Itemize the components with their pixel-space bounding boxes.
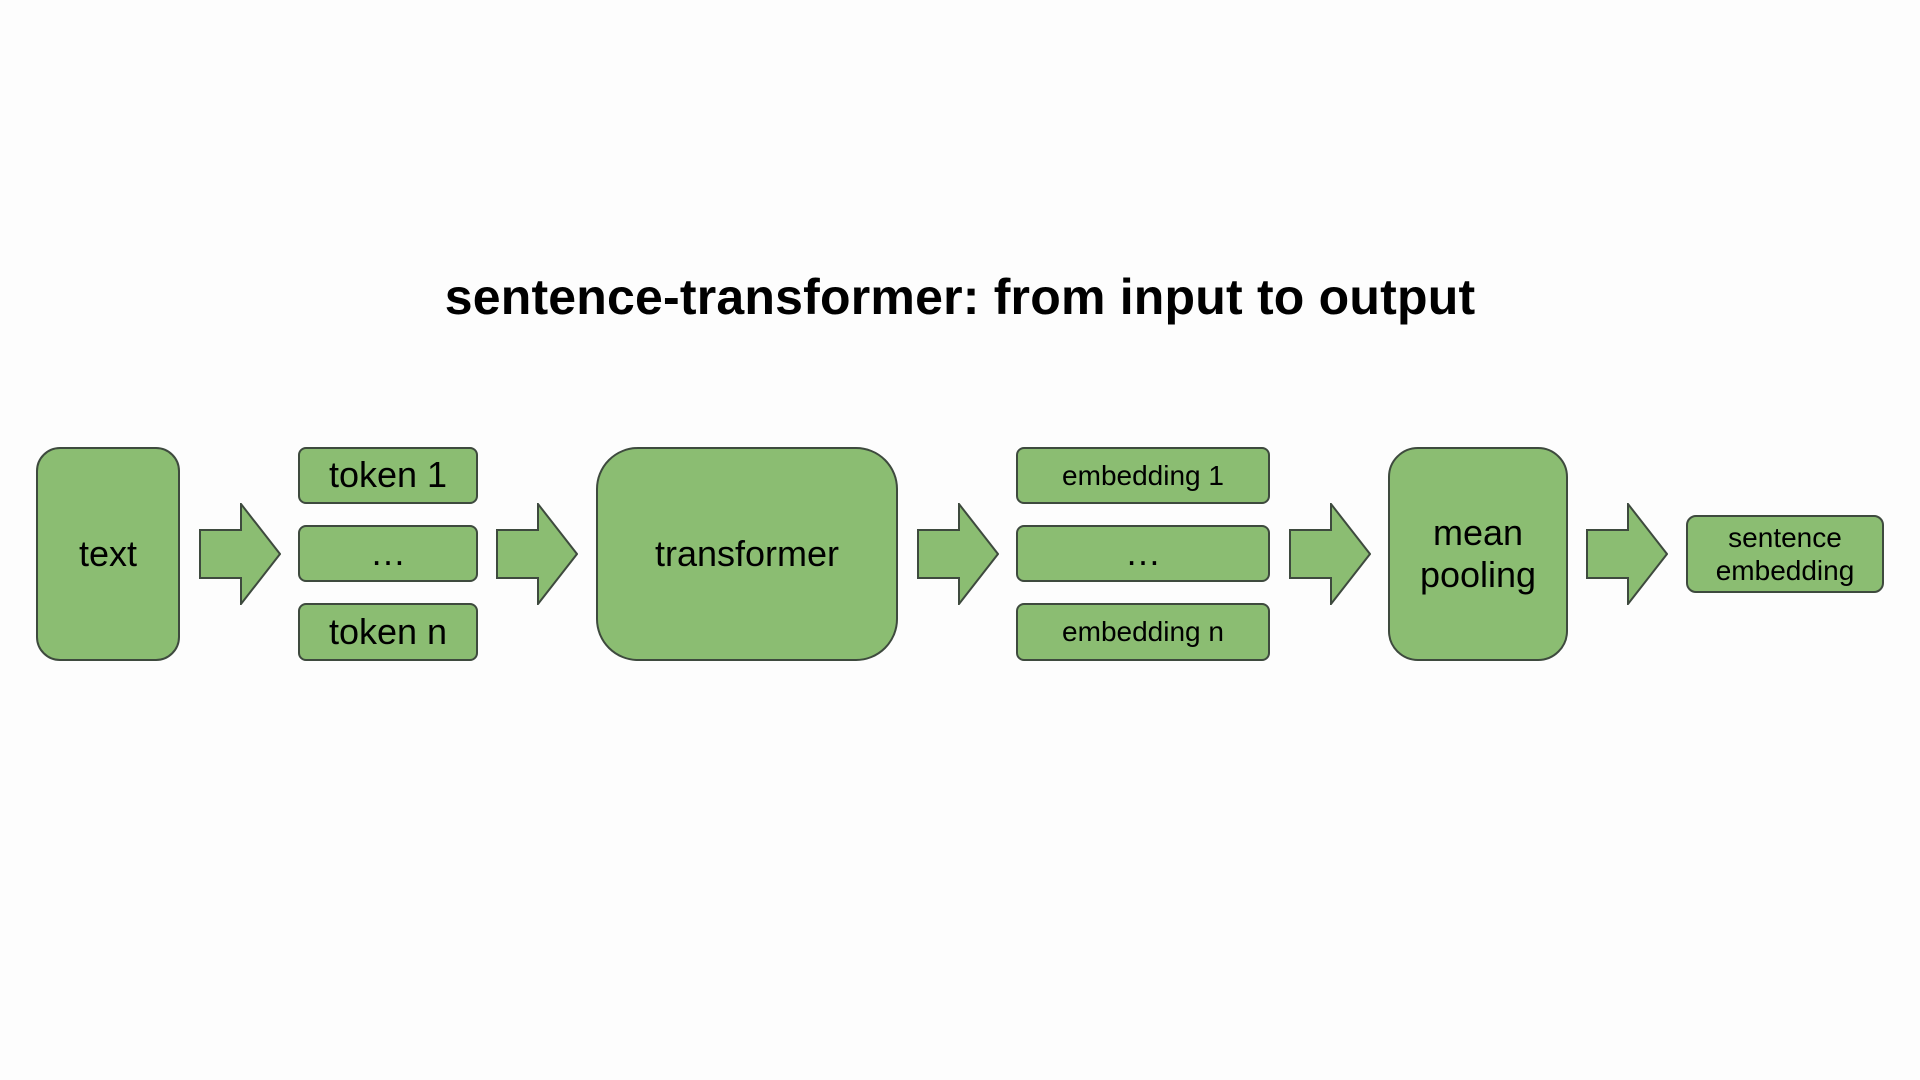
embedding-ellipsis-label: … (1125, 532, 1161, 574)
text-node-label: text (78, 532, 138, 574)
token-n-node: token n (298, 603, 478, 661)
arrow-right-icon (917, 503, 999, 605)
token-1-label: token 1 (328, 454, 448, 496)
mean-pooling-label-line2: pooling (1419, 554, 1537, 595)
token-ellipsis-label: … (370, 532, 406, 574)
mean-pooling-node: mean pooling (1388, 447, 1568, 661)
arrow-right-icon (1586, 503, 1668, 605)
text-node: text (36, 447, 180, 661)
token-1-node: token 1 (298, 447, 478, 504)
arrow-right-icon (496, 503, 578, 605)
token-n-label: token n (328, 610, 448, 652)
sentence-embedding-node: sentence embedding (1686, 515, 1884, 593)
sentence-embedding-label-line1: sentence (1728, 521, 1842, 553)
embedding-ellipsis-node: … (1016, 525, 1270, 582)
mean-pooling-label-line1: mean (1432, 511, 1524, 553)
transformer-label: transformer (654, 532, 840, 574)
embedding-n-label: embedding n (1062, 616, 1224, 648)
embedding-1-label: embedding 1 (1062, 459, 1224, 491)
diagram-title: sentence-transformer: from input to outp… (444, 269, 1476, 325)
arrow-right-icon (1289, 503, 1371, 605)
transformer-node: transformer (596, 447, 898, 661)
sentence-embedding-label-line2: embedding (1715, 555, 1855, 586)
embedding-1-node: embedding 1 (1016, 447, 1270, 504)
arrow-right-icon (199, 503, 281, 605)
embedding-n-node: embedding n (1016, 603, 1270, 661)
token-ellipsis-node: … (298, 525, 478, 582)
